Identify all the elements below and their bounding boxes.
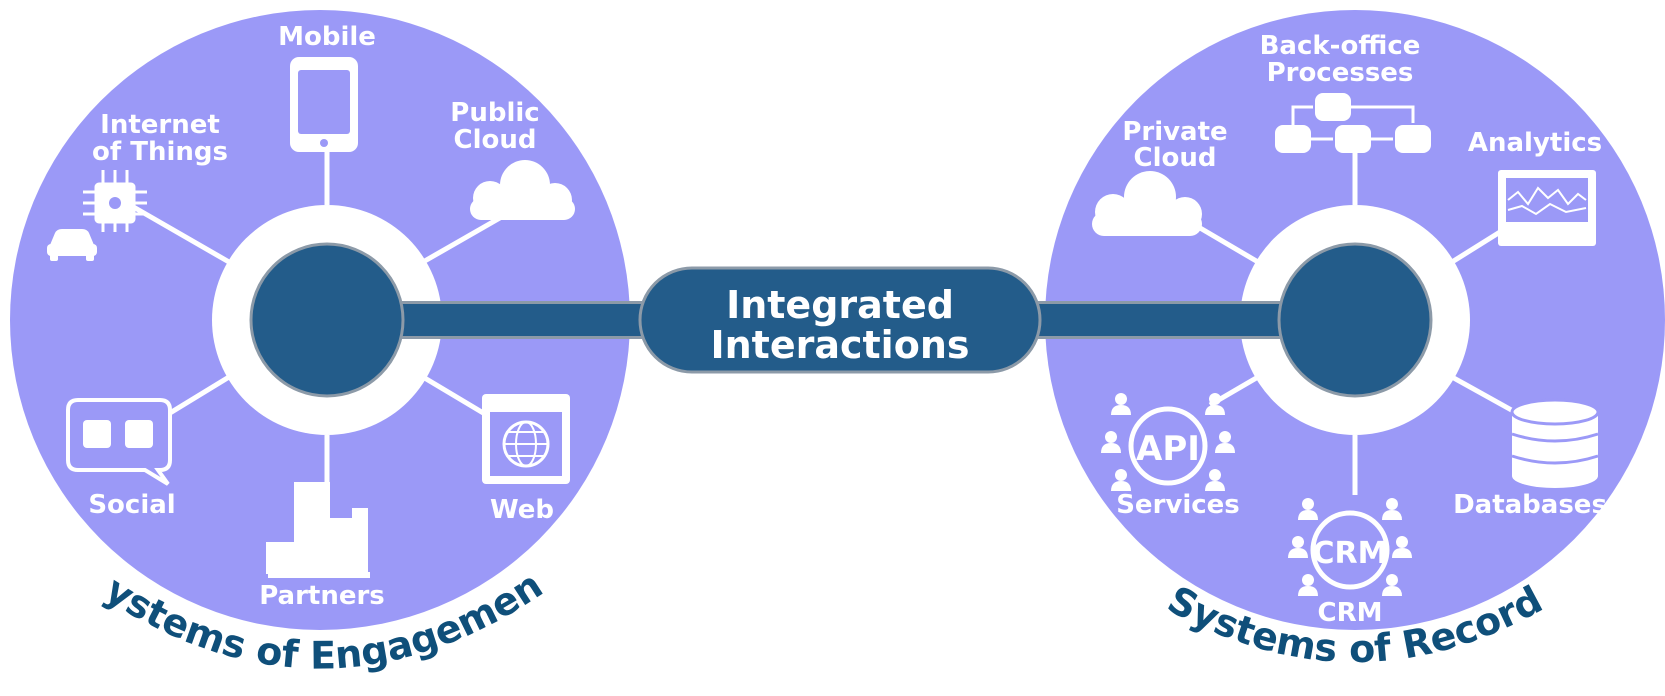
browser-globe-icon [482, 394, 570, 484]
databases-label: Databases [1453, 490, 1607, 520]
iot-label-line1: Internet [100, 110, 220, 140]
center-pill [638, 266, 1042, 374]
node-private-cloud: Private Cloud [1092, 117, 1228, 236]
iot-label-line2: of Things [92, 137, 228, 167]
services-label: Services [1116, 490, 1240, 520]
buildings-icon [266, 482, 370, 578]
social-bubble-icon [66, 398, 172, 486]
right-hub-core [1277, 242, 1433, 398]
api-people-icon: API [1101, 393, 1235, 491]
node-mobile: Mobile [278, 22, 376, 152]
node-crm: CRM CRM [1288, 498, 1412, 628]
node-back-office: Back-office Processes [1260, 31, 1431, 153]
mobile-label: Mobile [278, 22, 376, 52]
crm-icon-text: CRM [1313, 536, 1388, 571]
mobile-phone-icon [290, 57, 358, 152]
node-services: API Services [1101, 393, 1240, 520]
database-icon [1510, 398, 1600, 488]
node-web: Web [482, 394, 570, 525]
center-label-line1: Integrated [726, 283, 954, 327]
connector: Integrated Interactions [249, 242, 1433, 398]
left-hub-core [249, 242, 405, 398]
node-social: Social [66, 398, 176, 520]
car-icon [47, 229, 97, 261]
back-office-label-line2: Processes [1267, 58, 1414, 88]
private-cloud-label-line2: Cloud [1134, 143, 1217, 173]
public-cloud-label-line2: Cloud [454, 125, 537, 155]
crm-people-icon: CRM [1288, 498, 1412, 596]
chip-icon [83, 170, 147, 232]
node-analytics: Analytics [1468, 128, 1602, 246]
partners-label: Partners [259, 581, 385, 611]
web-label: Web [490, 495, 554, 525]
analytics-screen-icon [1498, 170, 1596, 246]
node-partners: Partners [259, 482, 385, 611]
public-cloud-label-line1: Public [450, 98, 539, 128]
twitter-icon [125, 420, 153, 448]
process-flow-icon [1275, 93, 1431, 153]
node-iot: Internet of Things [47, 110, 228, 261]
facebook-icon [83, 420, 111, 448]
api-icon-text: API [1136, 429, 1200, 469]
center-label-line2: Interactions [710, 323, 969, 367]
cloud-icon [1092, 171, 1202, 236]
cloud-icon [470, 160, 575, 220]
node-public-cloud: Public Cloud [450, 98, 575, 220]
back-office-label-line1: Back-office [1260, 31, 1421, 61]
social-label: Social [88, 490, 175, 520]
analytics-label: Analytics [1468, 128, 1602, 158]
node-databases: Databases [1453, 398, 1607, 520]
crm-label: CRM [1318, 598, 1383, 628]
private-cloud-label-line1: Private [1122, 117, 1227, 147]
